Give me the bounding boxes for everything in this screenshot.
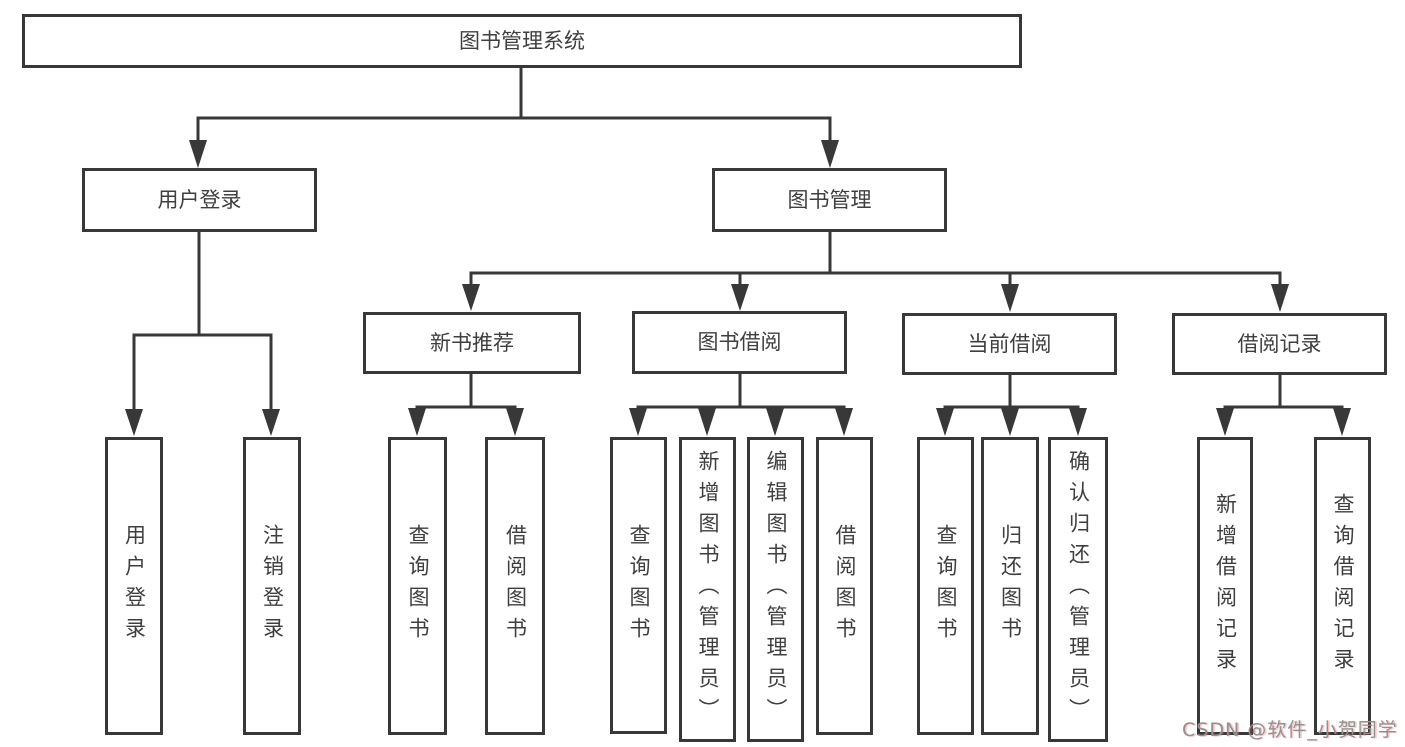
leaf-add-book-admin-label: 新增图书（管理员）: [696, 450, 720, 729]
arrowhead: [629, 408, 647, 436]
node-book-management: 图书管理: [712, 168, 947, 232]
leaf-current-query-book: 查询图书: [917, 437, 974, 735]
node-new-book-recommend: 新书推荐: [363, 312, 581, 374]
leaf-logout: 注销登录: [243, 437, 301, 735]
arrowhead: [189, 140, 207, 168]
arrowhead: [821, 140, 839, 168]
arrowhead: [766, 408, 784, 436]
node-book-borrowing: 图书借阅: [632, 311, 847, 374]
arrowhead: [462, 284, 480, 311]
leaf-edit-book-admin-label: 编辑图书（管理员）: [764, 450, 788, 729]
leaf-return-book-label: 归还图书: [998, 524, 1023, 648]
arrowhead: [1001, 284, 1019, 312]
leaf-query-borrow-record: 查询借阅记录: [1314, 437, 1371, 735]
leaf-return-book: 归还图书: [981, 437, 1039, 735]
node-current-borrowing: 当前借阅: [902, 313, 1117, 375]
node-user-login-label: 用户登录: [157, 187, 242, 212]
leaf-borrowing-query-book-label: 查询图书: [627, 523, 651, 648]
arrowhead: [698, 408, 716, 436]
leaf-current-query-book-label: 查询图书: [934, 524, 958, 648]
node-book-borrowing-label: 图书借阅: [697, 330, 782, 354]
leaf-add-borrow-record-label: 新增借阅记录: [1213, 493, 1238, 679]
leaf-borrowing-borrow-book-label: 借阅图书: [833, 524, 857, 648]
arrowhead: [408, 408, 426, 436]
leaf-add-book-admin: 新增图书（管理员）: [679, 437, 736, 742]
leaf-recommend-borrow-book-label: 借阅图书: [503, 524, 528, 648]
node-root: 图书管理系统: [22, 14, 1022, 68]
node-current-borrowing-label: 当前借阅: [967, 331, 1052, 356]
node-user-login: 用户登录: [82, 168, 317, 232]
node-borrowing-records: 借阅记录: [1172, 313, 1387, 375]
leaf-add-borrow-record: 新增借阅记录: [1197, 437, 1253, 735]
leaf-recommend-query-book: 查询图书: [388, 437, 447, 735]
arrowhead: [835, 408, 853, 436]
leaf-confirm-return-admin-label: 确认归还（管理员）: [1066, 450, 1091, 729]
arrowhead: [125, 409, 143, 436]
arrowhead: [1271, 284, 1289, 312]
arrowhead: [731, 284, 749, 311]
leaf-confirm-return-admin: 确认归还（管理员）: [1048, 437, 1108, 742]
leaf-query-borrow-record-label: 查询借阅记录: [1331, 493, 1355, 679]
arrowhead: [1333, 408, 1351, 436]
leaf-recommend-query-book-label: 查询图书: [406, 524, 430, 648]
node-borrowing-records-label: 借阅记录: [1237, 331, 1322, 356]
watermark: CSDN @软件_小贺同学: [1182, 719, 1398, 741]
arrowhead: [1216, 408, 1234, 436]
node-book-management-label: 图书管理: [787, 187, 872, 212]
node-root-label: 图书管理系统: [459, 28, 585, 53]
arrowhead: [936, 408, 954, 436]
leaf-borrowing-borrow-book: 借阅图书: [816, 437, 873, 735]
arrowhead: [506, 408, 524, 436]
leaf-borrowing-query-book: 查询图书: [610, 437, 667, 734]
node-new-book-recommend-label: 新书推荐: [430, 330, 514, 355]
leaf-recommend-borrow-book: 借阅图书: [485, 437, 545, 735]
leaf-user-login-label: 用户登录: [122, 524, 147, 648]
arrowhead: [1069, 408, 1087, 436]
arrowhead: [262, 409, 280, 436]
arrowhead: [1001, 408, 1019, 436]
leaf-logout-label: 注销登录: [260, 524, 285, 648]
leaf-edit-book-admin: 编辑图书（管理员）: [747, 437, 804, 742]
leaf-user-login: 用户登录: [105, 437, 163, 735]
